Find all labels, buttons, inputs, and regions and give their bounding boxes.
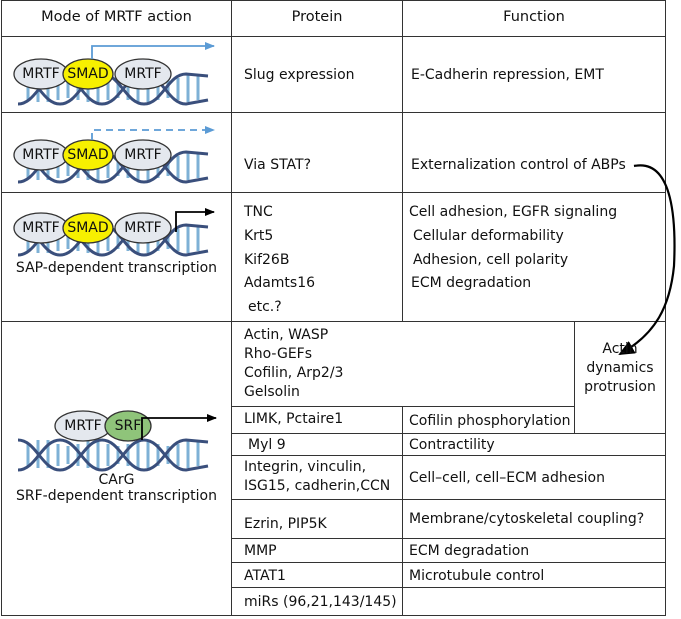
smad-label: SMAD	[67, 66, 109, 82]
blue-arrow-dashed	[91, 126, 215, 140]
function-contractility: Contractility	[409, 437, 495, 453]
actin-dynamics-note: Actin dynamics protrusion	[584, 341, 656, 395]
protein-item: etc.?	[248, 299, 282, 315]
transcription-arrow-r3	[175, 208, 215, 232]
smad-bubble-r2	[62, 139, 114, 171]
protein-item: Kif26B	[244, 252, 290, 268]
function-externalization: Externalization control of ABPs	[411, 157, 626, 173]
blue-arrow-solid	[91, 42, 215, 59]
smad-label: SMAD	[67, 220, 109, 236]
protein-limk: LIMK, Pctaire1	[244, 411, 344, 427]
mrtf-label: MRTF	[22, 147, 60, 163]
srf-bubble	[104, 410, 152, 442]
protein-integrin: Integrin, vinculin, ISG15, cadherin,CCN	[244, 459, 391, 494]
protein-item: Adamts16	[244, 275, 316, 291]
mrtf-bubble-r3b	[114, 212, 172, 244]
smad-bubble-r1	[62, 58, 114, 90]
function-microtubule: Microtubule control	[409, 568, 545, 584]
transcription-arrow-r4	[141, 414, 217, 440]
protein-mmp: MMP	[244, 543, 277, 559]
carg-label: CArG	[98, 472, 135, 488]
function-item: Cell adhesion, EGFR signaling	[409, 204, 618, 220]
srf-caption: SRF-dependent transcription	[16, 488, 217, 504]
smad-label: SMAD	[67, 147, 109, 163]
protein-item: TNC	[244, 204, 273, 220]
function-adhesion: Cell–cell, cell–ECM adhesion	[409, 470, 605, 486]
protein-myl9: Myl 9	[248, 437, 286, 453]
protein-slug: Slug expression	[244, 67, 355, 83]
sap-caption: SAP-dependent transcription	[15, 260, 218, 276]
protein-atat1: ATAT1	[244, 568, 286, 584]
protein-ezrin: Ezrin, PIP5K	[244, 516, 327, 532]
function-item: Adhesion, cell polarity	[413, 252, 569, 268]
curved-arrow	[618, 164, 676, 355]
function-item: Cellular deformability	[413, 228, 564, 244]
function-cofilin: Cofilin phosphorylation	[409, 413, 571, 429]
header-function: Function	[503, 9, 565, 25]
header-protein: Protein	[291, 9, 343, 25]
protein-actin-group: Actin, WASP Rho-GEFs Cofilin, Arp2/3 Gel…	[244, 327, 344, 400]
mrtf-label: MRTF	[22, 220, 60, 236]
protein-via-stat: Via STAT?	[244, 157, 312, 173]
mrtf-bubble-r1b	[114, 58, 172, 90]
function-emt: E-Cadherin repression, EMT	[411, 67, 604, 83]
function-item: ECM degradation	[411, 275, 532, 291]
dna-helix-4	[17, 438, 209, 472]
mrtf-label: MRTF	[124, 147, 162, 163]
mrtf-label: MRTF	[124, 220, 162, 236]
protein-mirs: miRs (96,21,143/145)	[244, 594, 397, 610]
mrtf-label: MRTF	[22, 66, 60, 82]
function-membrane: Membrane/cytoskeletal coupling?	[409, 511, 645, 527]
srf-label: SRF	[114, 418, 142, 434]
protein-item: Krt5	[244, 228, 274, 244]
smad-bubble-r3	[62, 212, 114, 244]
header-mode: Mode of MRTF action	[41, 9, 192, 25]
function-ecm: ECM degradation	[409, 543, 530, 559]
mrtf-bubble-r2b	[114, 139, 172, 171]
mrtf-label: MRTF	[124, 66, 162, 82]
mrtf-label: MRTF	[64, 418, 102, 434]
table-grid	[1, 0, 666, 616]
